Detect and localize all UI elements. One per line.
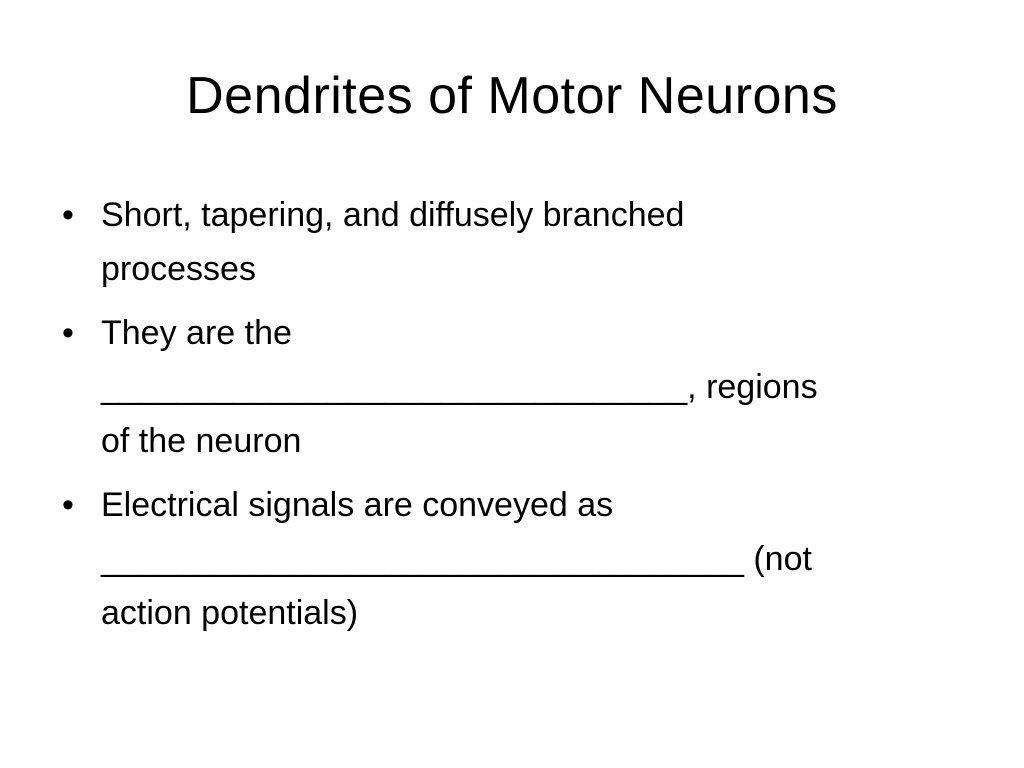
bullet-item-1: • Short, tapering, and diffusely branche… — [62, 188, 962, 296]
bullet-icon: • — [62, 314, 74, 352]
bullet-icon: • — [62, 486, 74, 524]
slide-title: Dendrites of Motor Neurons — [186, 67, 838, 125]
bullet-icon: • — [62, 196, 74, 234]
bullet-item-2: • They are the _________________________… — [62, 306, 962, 468]
bullet-text-line: Electrical signals are conveyed as — [101, 486, 614, 524]
bullet-text-line: They are the — [101, 314, 292, 352]
bullet-text-line: action potentials) — [101, 594, 359, 632]
bullet-item-3: • Electrical signals are conveyed as ___… — [62, 478, 962, 640]
bullet-blank-line: _______________________________, regions — [101, 368, 818, 406]
bullet-text-line: Short, tapering, and diffusely branched — [101, 196, 685, 234]
bullet-blank-line: __________________________________ (not — [101, 540, 812, 578]
bullet-list: • Short, tapering, and diffusely branche… — [62, 188, 962, 650]
bullet-text-line: of the neuron — [101, 422, 302, 460]
bullet-text-line: processes — [101, 250, 256, 288]
